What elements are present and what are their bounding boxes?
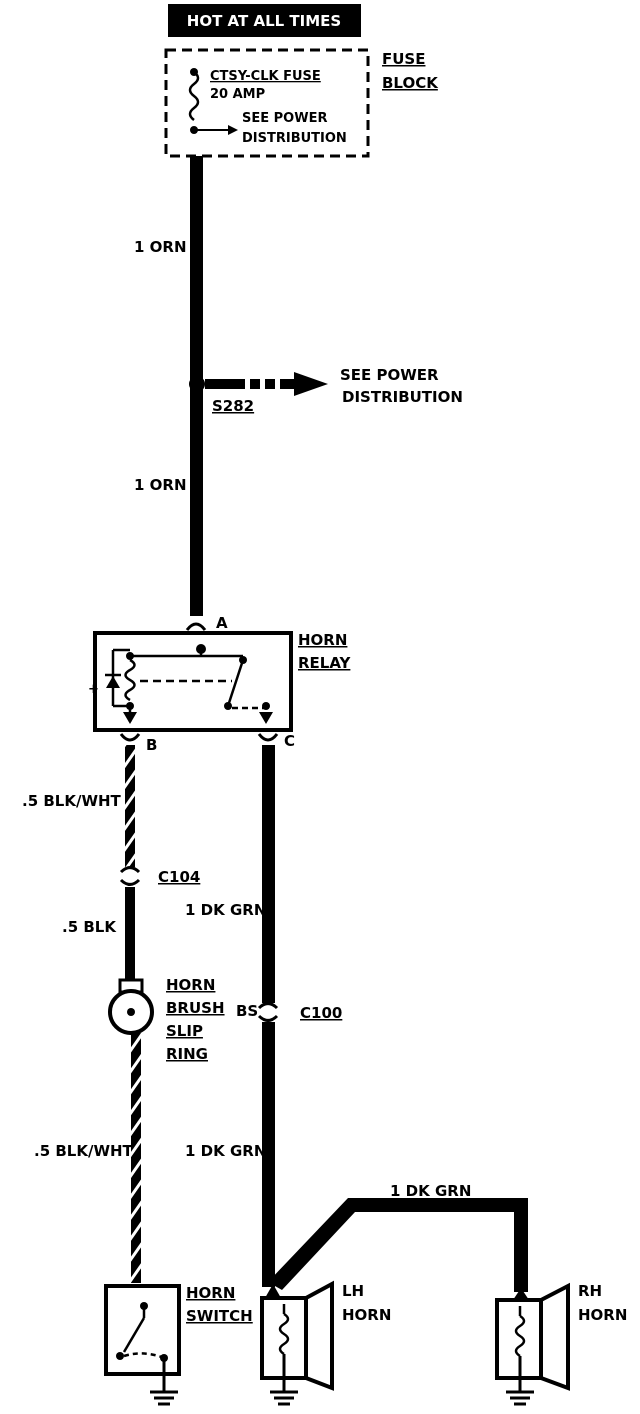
hot-label: HOT AT ALL TIMES (187, 12, 341, 30)
slip-ring-label-4: RING (166, 1045, 208, 1063)
fuse-rating: 20 AMP (210, 87, 265, 102)
fuse-block: CTSY-CLK FUSE 20 AMP SEE POWER DISTRIBUT… (164, 48, 439, 158)
connector-c104: C104 (119, 866, 200, 886)
fuse-block-label-1: FUSE (382, 50, 425, 68)
slip-ring-label-2: BRUSH (166, 999, 225, 1017)
wire-label-orn-lower: 1 ORN (134, 476, 187, 494)
splice-id: S282 (212, 397, 254, 415)
wire-label-blk-wht-lower: .5 BLK/WHT (34, 1142, 134, 1160)
relay-pin-c: C (284, 732, 295, 750)
lh-horn-label-2: HORN (342, 1306, 391, 1324)
splice-distribution: DISTRIBUTION (342, 388, 463, 406)
c104-label: C104 (158, 868, 200, 886)
slip-ring-label-3: SLIP (166, 1022, 203, 1040)
dk-grn-wire: C 1 DK GRN BS C100 1 DK GRN 1 DK GRN (185, 732, 528, 1292)
splice-see-power: SEE POWER (340, 366, 439, 384)
relay-label-2: RELAY (298, 654, 352, 672)
relay-pin-b: B (146, 736, 157, 754)
fuse-distribution: DISTRIBUTION (242, 131, 347, 146)
wire-label-blk-wht-upper: .5 BLK/WHT (22, 792, 122, 810)
bs-label: BS (236, 1002, 258, 1020)
fuse-see-power: SEE POWER (242, 111, 327, 126)
rh-horn-label-2: HORN (578, 1306, 627, 1324)
wire-label-orn-upper: 1 ORN (134, 238, 187, 256)
horn-switch-label-1: HORN (186, 1284, 235, 1302)
diode-mark: + (88, 682, 99, 697)
wire-label-dk-grn-upper: 1 DK GRN (185, 901, 266, 919)
slip-ring-label-1: HORN (166, 976, 215, 994)
rh-horn-label-1: RH (578, 1282, 602, 1300)
blk-wire: .5 BLK (62, 887, 135, 980)
fuse-name: CTSY-CLK FUSE (210, 69, 321, 84)
lh-horn-label-1: LH (342, 1282, 364, 1300)
lh-horn: LH HORN (260, 1280, 391, 1406)
fuse-block-label-2: BLOCK (382, 74, 439, 92)
horn-relay: A + HORN RELAY (88, 614, 352, 732)
wire-label-blk: .5 BLK (62, 918, 117, 936)
wire-label-dk-grn-lower: 1 DK GRN (185, 1142, 266, 1160)
relay-label-1: HORN (298, 631, 347, 649)
horn-switch-label-2: SWITCH (186, 1307, 253, 1325)
horn-brush-slip-ring: HORN BRUSH SLIP RING (108, 976, 225, 1063)
blk-wht-wire-upper: B .5 BLK/WHT (22, 733, 157, 867)
splice-s282: S282 SEE POWER DISTRIBUTION (189, 366, 463, 415)
c100-label: C100 (300, 1004, 342, 1022)
blk-wht-wire-lower: .5 BLK/WHT (34, 1033, 141, 1283)
rh-horn: RH HORN (495, 1282, 627, 1406)
wire-label-dk-grn-top: 1 DK GRN (390, 1182, 471, 1200)
relay-pin-a: A (216, 614, 228, 632)
hot-at-all-times-header: HOT AT ALL TIMES (168, 4, 361, 37)
horn-switch: HORN SWITCH (104, 1284, 253, 1406)
